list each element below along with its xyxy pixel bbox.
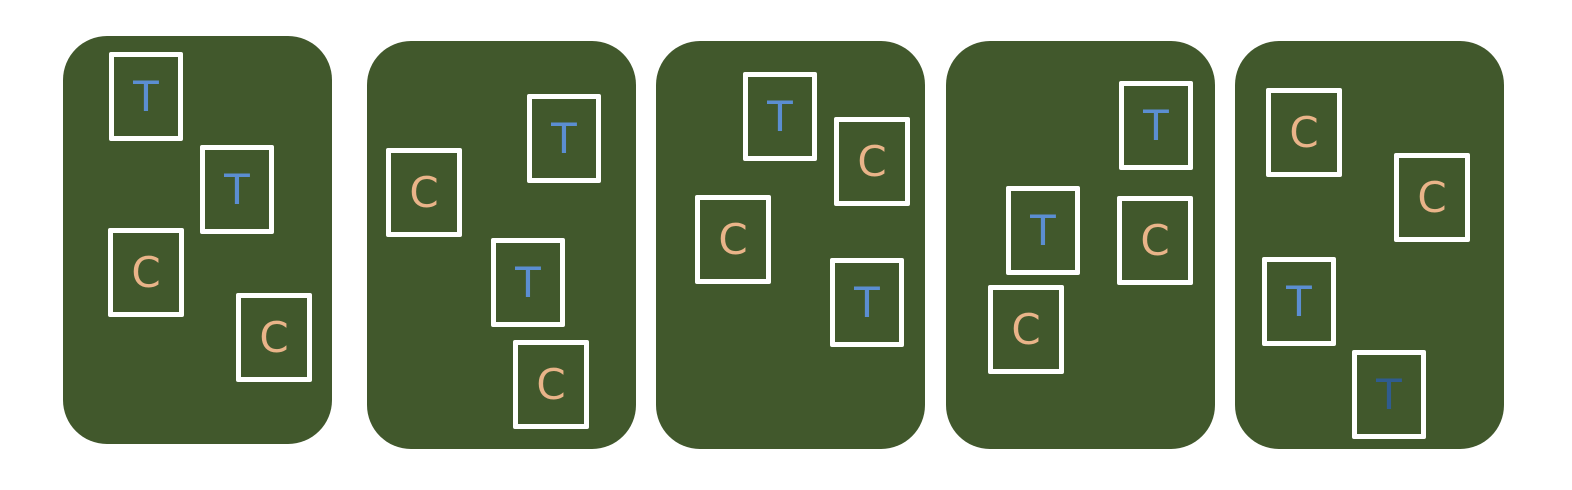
box-2-2: C bbox=[386, 148, 462, 237]
letter: T bbox=[1286, 276, 1312, 326]
letter: C bbox=[409, 167, 439, 217]
letter: T bbox=[1143, 100, 1169, 150]
box-3-2: C bbox=[834, 117, 910, 206]
box-4-4: C bbox=[988, 285, 1064, 374]
letter: C bbox=[1417, 172, 1447, 222]
box-2-4: C bbox=[513, 340, 589, 429]
box-1-3: C bbox=[108, 228, 184, 317]
letter: C bbox=[536, 359, 566, 409]
panel-1 bbox=[63, 36, 332, 444]
letter: T bbox=[551, 113, 577, 163]
letter: T bbox=[1376, 369, 1402, 419]
box-1-1: T bbox=[109, 52, 183, 141]
box-5-1: C bbox=[1266, 88, 1342, 177]
box-4-2: T bbox=[1006, 186, 1080, 275]
letter: T bbox=[224, 164, 250, 214]
letter: T bbox=[1030, 205, 1056, 255]
letter: T bbox=[515, 257, 541, 307]
box-5-2: C bbox=[1394, 153, 1470, 242]
letter: C bbox=[1289, 107, 1319, 157]
letter: T bbox=[133, 71, 159, 121]
letter: T bbox=[854, 277, 880, 327]
box-1-4: C bbox=[236, 293, 312, 382]
letter: C bbox=[718, 214, 748, 264]
box-5-4: T bbox=[1352, 350, 1426, 439]
box-4-1: T bbox=[1119, 81, 1193, 170]
box-4-3: C bbox=[1117, 196, 1193, 285]
box-3-3: C bbox=[695, 195, 771, 284]
letter: C bbox=[131, 247, 161, 297]
box-3-1: T bbox=[743, 72, 817, 161]
box-5-3: T bbox=[1262, 257, 1336, 346]
letter: T bbox=[767, 91, 793, 141]
letter: C bbox=[259, 312, 289, 362]
letter: C bbox=[1011, 304, 1041, 354]
box-2-1: T bbox=[527, 94, 601, 183]
letter: C bbox=[1140, 215, 1170, 265]
box-1-2: T bbox=[200, 145, 274, 234]
letter: C bbox=[857, 136, 887, 186]
box-3-4: T bbox=[830, 258, 904, 347]
box-2-3: T bbox=[491, 238, 565, 327]
